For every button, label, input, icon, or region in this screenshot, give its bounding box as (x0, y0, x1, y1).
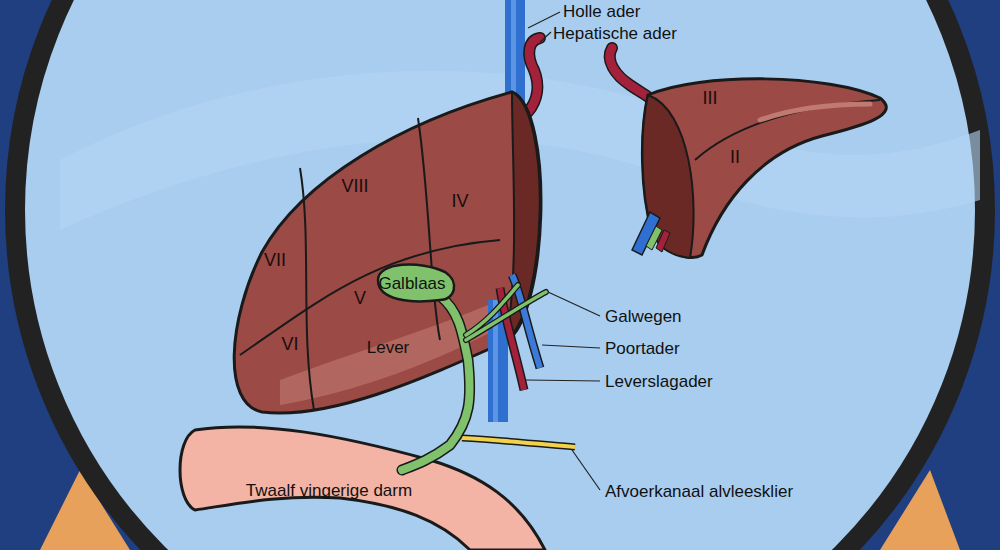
segment-number: II (730, 148, 740, 166)
segment-line (695, 100, 880, 160)
artery-stub (656, 230, 670, 252)
segment-number: III (702, 89, 717, 107)
hepatic-vein (610, 48, 652, 100)
gallbladder (378, 264, 454, 301)
segment-number: VIII (341, 177, 368, 195)
hepatic-vein-outline (528, 38, 540, 112)
leader-lines (526, 12, 600, 490)
part-label: Poortader (605, 340, 680, 357)
pancreatic-duct (462, 438, 575, 447)
segment-number: VII (264, 251, 286, 269)
segment-number: VI (281, 335, 298, 353)
part-label: Galwegen (605, 308, 682, 325)
bile-duct-outline (466, 285, 546, 340)
hepatic-vein (528, 38, 540, 112)
segment-line (418, 118, 440, 340)
segment-number: V (354, 289, 366, 307)
liver-left-lobe (642, 79, 886, 257)
part-label: Afvoerkanaal alvleesklier (605, 483, 793, 500)
part-label: Hepatische ader (553, 25, 677, 42)
bile-duct (466, 285, 546, 340)
duodenum (180, 427, 545, 550)
magnifier-lens (15, 0, 985, 550)
bile-duct (402, 296, 470, 470)
segment-number: IV (451, 192, 468, 210)
segment-line (300, 168, 314, 410)
part-label: Lever (367, 339, 410, 356)
part-label: Leverslagader (605, 373, 713, 390)
bile-duct-outline (402, 296, 470, 470)
part-label: Twaalf vingerige darm (246, 482, 412, 499)
part-label: Galblaas (378, 275, 445, 292)
pancreatic-duct-outline (462, 438, 575, 447)
liver-highlight (760, 104, 870, 120)
part-label: Holle ader (563, 3, 641, 20)
hepatic-vein-outline (610, 48, 652, 100)
